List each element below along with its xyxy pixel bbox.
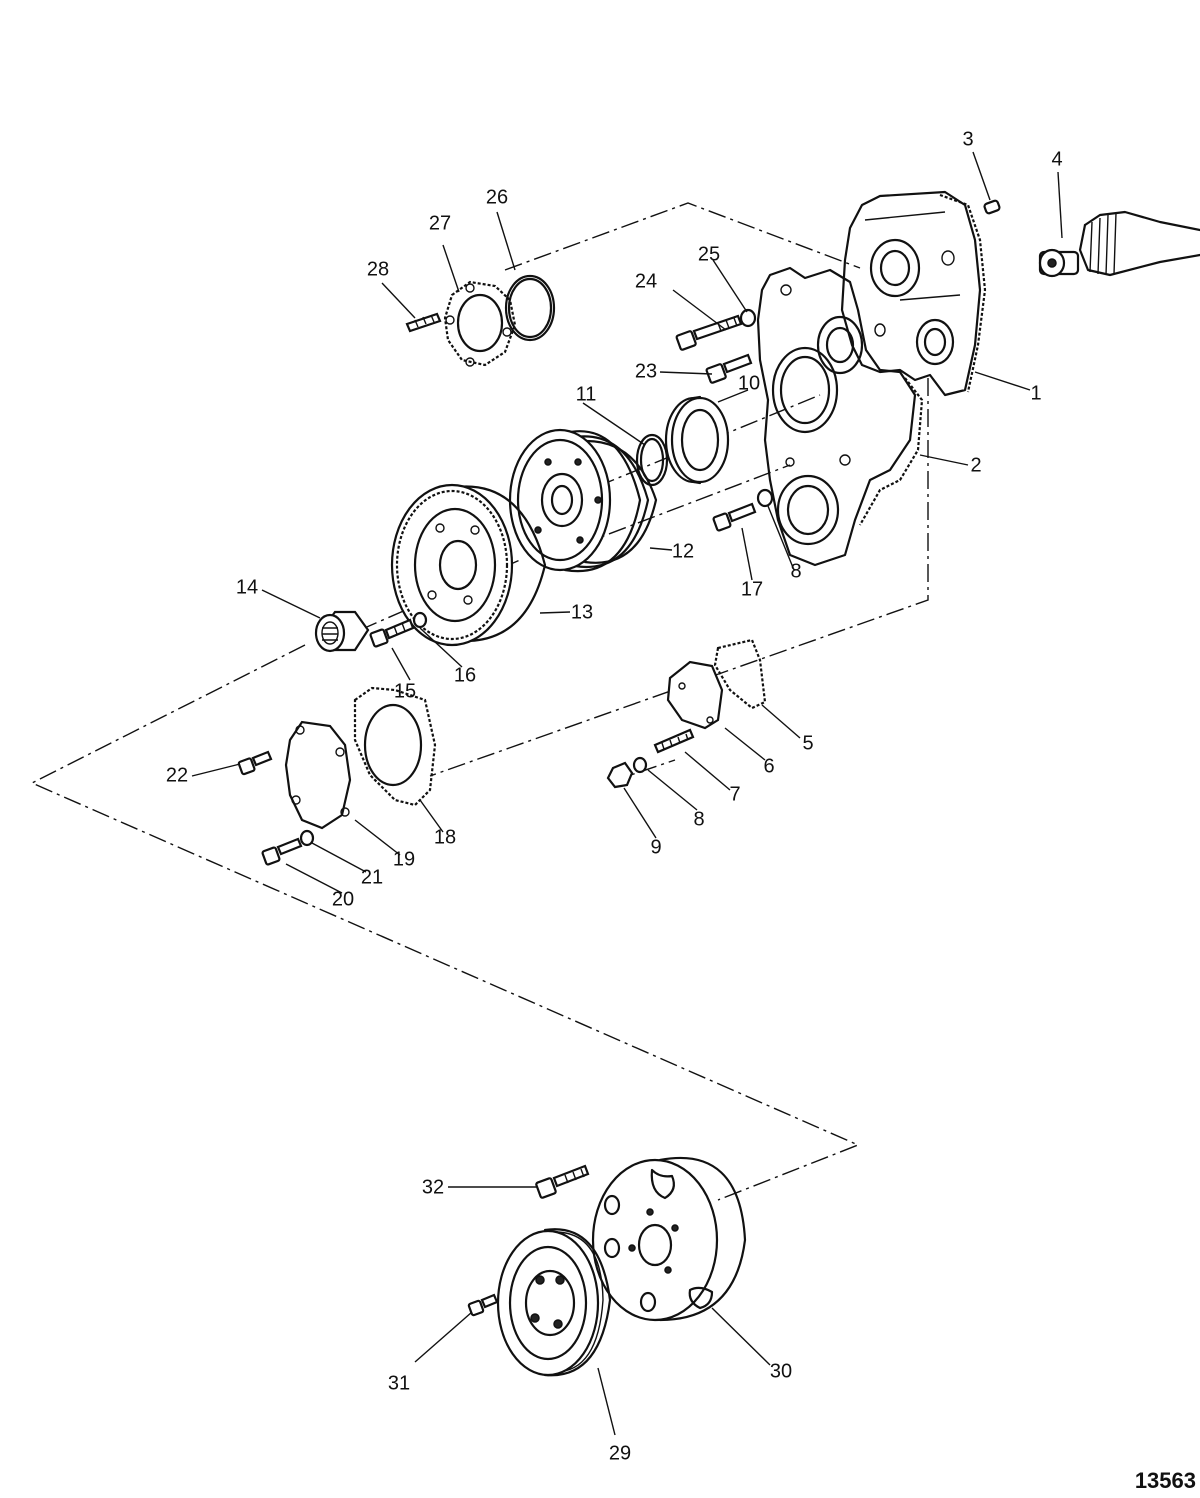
harmonic-balancer <box>390 483 547 647</box>
callout-13: 13 <box>571 601 593 623</box>
callout-25: 25 <box>698 243 720 265</box>
callout-26: 26 <box>486 186 508 208</box>
callout-2: 2 <box>970 454 981 476</box>
callout-29: 29 <box>609 1442 631 1464</box>
callout-22: 22 <box>166 764 188 786</box>
callout-17: 17 <box>741 578 763 600</box>
shaft-gear <box>1038 210 1200 278</box>
callout-20: 20 <box>332 888 354 910</box>
seal-and-ring <box>635 395 730 487</box>
callout-5: 5 <box>802 732 813 754</box>
callout-4: 4 <box>1051 148 1062 170</box>
cover-plate-gasket <box>666 638 767 730</box>
callout-8-lower: 8 <box>693 808 704 830</box>
cover-and-gasket-18-19 <box>284 686 437 830</box>
callout-19: 19 <box>393 848 415 870</box>
alignment-lines <box>30 202 929 1201</box>
callout-9: 9 <box>650 836 661 858</box>
callout-14: 14 <box>236 576 258 598</box>
pulley-adapter <box>591 1156 747 1322</box>
callout-18: 18 <box>434 826 456 848</box>
bolt-and-washer-17-8 <box>712 488 774 532</box>
callout-15: 15 <box>394 680 416 702</box>
callout-11: 11 <box>576 383 597 405</box>
callout-28: 28 <box>367 258 389 280</box>
callout-12: 12 <box>672 540 694 562</box>
plate-oring-stud-26-27-28 <box>405 274 556 367</box>
callout-8-upper: 8 <box>790 560 801 582</box>
dowel-pin <box>983 199 1001 215</box>
bolts-31-32 <box>467 1164 590 1317</box>
callout-1: 1 <box>1030 382 1041 404</box>
callout-23: 23 <box>635 360 657 382</box>
bolt-and-washer-15-16 <box>369 611 428 648</box>
drive-pulley <box>496 1228 612 1377</box>
timing-gear-cover <box>756 266 924 567</box>
stud-washer-nut <box>606 728 695 789</box>
callout-labels: 1 2 3 4 5 6 7 8 9 8 17 10 11 12 13 14 15… <box>166 128 1063 1464</box>
callout-24: 24 <box>635 270 657 292</box>
callout-10: 10 <box>738 372 760 394</box>
bolts-23-24-25 <box>675 308 757 384</box>
callout-21: 21 <box>361 866 383 888</box>
callout-16: 16 <box>454 664 476 686</box>
document-number: 13563 <box>1135 1468 1196 1493</box>
crankshaft-pulley <box>508 428 658 573</box>
callout-6: 6 <box>763 755 774 777</box>
callout-7: 7 <box>729 783 740 805</box>
gear-case-cover <box>840 190 987 397</box>
callout-32: 32 <box>422 1176 444 1198</box>
bolts-20-21-22 <box>237 750 315 866</box>
callout-30: 30 <box>770 1360 792 1382</box>
leader-lines <box>191 151 1063 1436</box>
crank-nut <box>314 610 370 653</box>
callout-27: 27 <box>429 212 451 234</box>
callout-31: 31 <box>388 1372 410 1394</box>
callout-3: 3 <box>962 128 973 150</box>
